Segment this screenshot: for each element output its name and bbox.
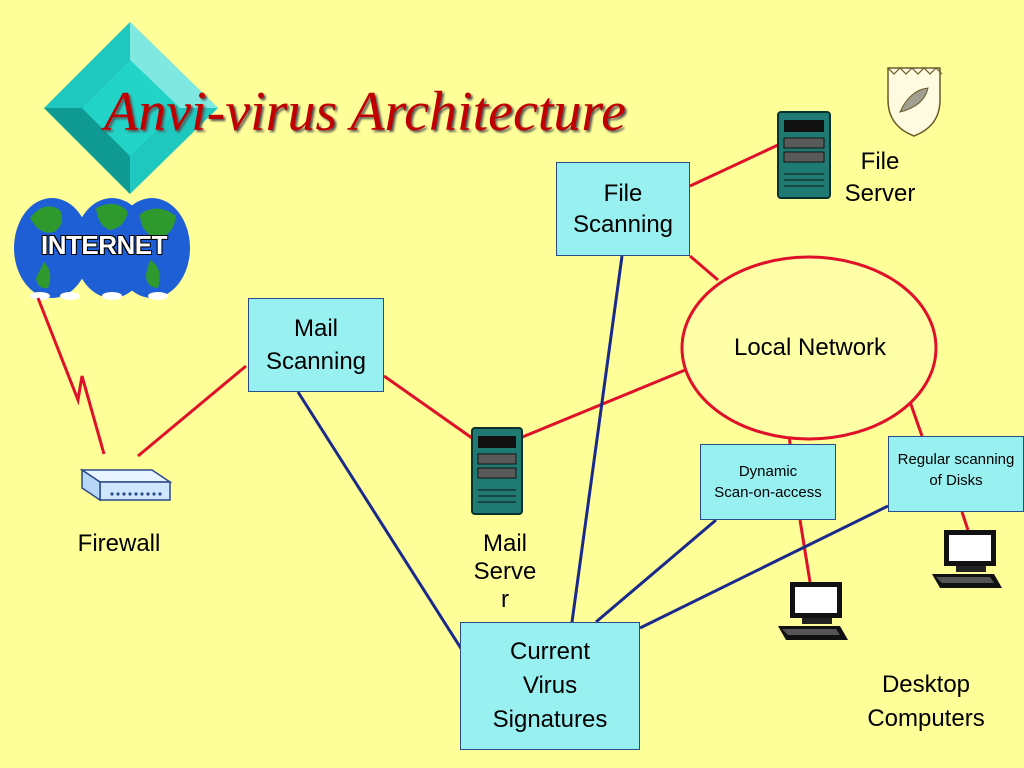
globe-icon — [14, 198, 190, 300]
mail-scanning-box: Mail Scanning — [248, 298, 384, 392]
slide-title: Anvi-virus Architecture — [104, 81, 626, 143]
firewall-label: Firewall — [77, 530, 161, 557]
desktop-computer-icon — [778, 582, 848, 640]
local-network-ring — [680, 255, 938, 441]
local-network-label: Local Network — [733, 334, 887, 361]
regular-scanning-box: Regular scanning of Disks — [888, 436, 1024, 512]
mail-server-label: Mail Serve r — [473, 530, 537, 613]
server-icon — [777, 111, 831, 199]
internet-label: INTERNET — [41, 230, 168, 260]
desktop-computers-label: Desktop Computers — [867, 671, 985, 732]
dynamic-scan-box: Dynamic Scan-on-access — [700, 444, 836, 520]
red-links — [36, 143, 970, 583]
shield-feather-icon — [887, 67, 943, 137]
current-virus-signatures-box: Current Virus Signatures — [460, 622, 640, 750]
file-server-label: File Server — [844, 148, 916, 207]
file-scanning-box: File Scanning — [556, 162, 690, 256]
diamond-icon — [44, 22, 218, 194]
desktop-computer-icon — [932, 530, 1002, 588]
blue-links — [296, 255, 889, 651]
server-icon — [471, 427, 523, 515]
firewall-modem-icon — [79, 468, 173, 502]
